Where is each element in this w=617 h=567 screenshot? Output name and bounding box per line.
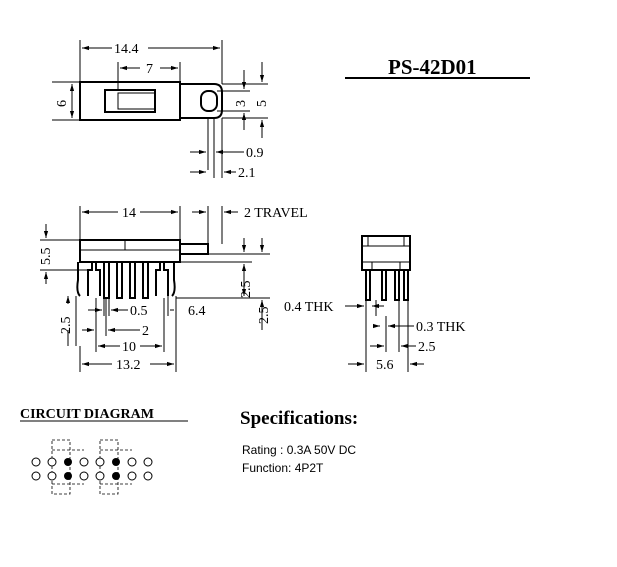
dim-side-height: 5.5	[39, 248, 54, 266]
contact-open	[31, 471, 41, 481]
dim-tail: 6.4	[188, 304, 206, 319]
dim-slot-depth: 2.1	[238, 166, 256, 181]
contact-open	[47, 457, 57, 467]
contact-open	[79, 457, 89, 467]
contact-closed	[64, 472, 72, 480]
contact-open	[127, 471, 137, 481]
contact-closed	[112, 458, 120, 466]
end-leg	[381, 269, 387, 301]
contact-open	[143, 471, 153, 481]
pin	[103, 261, 110, 299]
side-pins	[76, 261, 176, 299]
contact-open	[79, 471, 89, 481]
contact-open	[95, 471, 105, 481]
dim-pin-len-a: 2.5	[239, 281, 254, 299]
dim-leg-thickness: 0.3 THK	[416, 320, 466, 335]
contact-open	[47, 471, 57, 481]
circuit-block-left	[47, 439, 89, 495]
contact-bracket	[51, 439, 71, 495]
dim-pin-thickness: 0.4 THK	[284, 300, 334, 315]
contact-closed	[112, 472, 120, 480]
circuit-diagram: CIRCUIT DIAGRAM	[20, 407, 188, 495]
dim-travel: 2 TRAVEL	[244, 206, 308, 221]
dim-total: 13.2	[116, 358, 141, 373]
support-leg	[76, 262, 176, 297]
dim-slot-height: 5	[255, 100, 270, 107]
end-view: 0.4 THK 0.3 THK 2.5 5.6	[284, 235, 466, 373]
dim-pitch-small: 0.5	[130, 304, 148, 319]
part-title-group: PS-42D01	[345, 55, 530, 79]
top-view: 14.4 7 6 3 5 0.9 2.1	[52, 40, 270, 181]
dim-height: 6	[55, 100, 70, 107]
end-leg	[394, 269, 400, 301]
dim-gap: 0.9	[246, 146, 264, 161]
dim-knob-height: 3	[234, 100, 249, 107]
part-title: PS-42D01	[388, 55, 477, 79]
spec-rating: Rating : 0.3A 50V DC	[242, 443, 356, 457]
end-leg	[403, 269, 409, 301]
side-view: 14 2 TRAVEL 5.5 2.5 2.5 0.5 2	[39, 206, 308, 373]
contact-closed	[64, 458, 72, 466]
spec-function: Function: 4P2T	[242, 461, 324, 475]
side-body	[79, 239, 181, 263]
dim-pin-pitch: 2	[142, 324, 149, 339]
dim-pin-len-b: 2.5	[257, 307, 272, 325]
end-body	[361, 235, 411, 271]
dim-body-length: 14	[122, 206, 136, 221]
dim-end-pitch: 2.5	[418, 340, 436, 355]
top-knob-inner	[117, 92, 156, 110]
contact-open	[31, 457, 41, 467]
dim-knob-offset: 7	[146, 62, 153, 77]
contact-open	[95, 457, 105, 467]
pin	[142, 261, 149, 299]
dim-end-width: 5.6	[376, 358, 394, 373]
circuit-block-right	[95, 439, 137, 495]
contact-open	[127, 457, 137, 467]
pin	[87, 262, 101, 296]
pin	[155, 262, 169, 296]
specifications-heading: Specifications:	[240, 408, 358, 429]
dim-width: 14.4	[114, 42, 139, 57]
pin	[116, 261, 123, 299]
specifications: Specifications: Rating : 0.3A 50V DC Fun…	[240, 408, 358, 475]
pin	[129, 261, 136, 299]
circuit-heading: CIRCUIT DIAGRAM	[20, 407, 154, 422]
top-tab	[180, 83, 223, 119]
contact-bracket	[99, 439, 119, 495]
actuator	[179, 243, 209, 255]
top-body	[79, 81, 181, 121]
dim-span: 10	[122, 340, 136, 355]
dim-pin-left: 2.5	[59, 317, 74, 335]
contact-open	[143, 457, 153, 467]
end-leg	[365, 269, 371, 301]
top-slot	[200, 90, 218, 112]
